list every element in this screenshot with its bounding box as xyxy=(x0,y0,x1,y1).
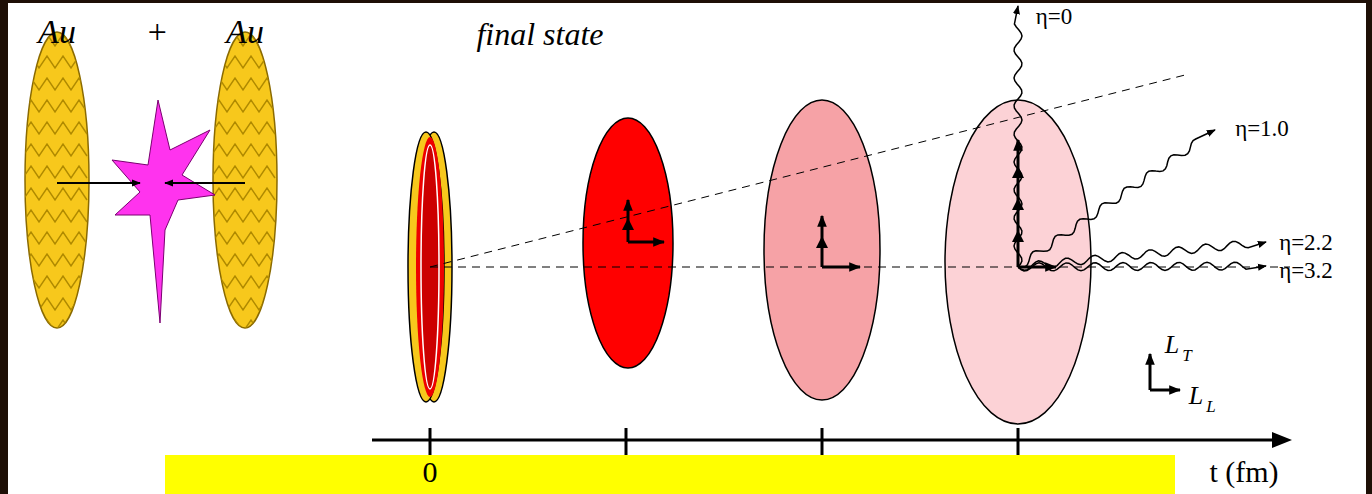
rapidity-label: η=2.2 xyxy=(1279,231,1333,254)
fireball xyxy=(764,100,880,400)
guide-line xyxy=(430,267,1290,268)
zigzag-line xyxy=(211,232,275,244)
zigzag-line xyxy=(23,188,87,200)
zigzag-line xyxy=(23,78,87,90)
zigzag-line xyxy=(211,298,275,310)
zigzag-line xyxy=(23,232,87,244)
zigzag-line xyxy=(211,320,275,332)
fireball-t0 xyxy=(408,132,444,402)
nucleus xyxy=(213,32,277,328)
zigzag-line xyxy=(23,210,87,222)
time-axis xyxy=(372,428,1280,455)
rapidity-label: η=3.2 xyxy=(1279,259,1333,282)
zigzag-line xyxy=(211,188,275,200)
nucleus-label: Au xyxy=(38,15,76,49)
zigzag-line xyxy=(211,254,275,266)
time-tick-label: 0 xyxy=(423,457,438,487)
zigzag-line xyxy=(211,210,275,222)
axis-symbol: L xyxy=(1189,383,1203,409)
zigzag-line xyxy=(211,78,275,90)
nucleus-label: Au xyxy=(226,15,264,49)
zigzag-line xyxy=(23,56,87,68)
zigzag-line xyxy=(23,298,87,310)
photon-arrows xyxy=(1014,6,1266,271)
frame-arrowheads xyxy=(622,166,1024,248)
length-frame xyxy=(628,140,1180,390)
collision-star xyxy=(112,100,215,323)
rapidity-label: η=0 xyxy=(1036,5,1073,28)
zigzag-line xyxy=(23,122,87,134)
plus-sign: + xyxy=(146,15,169,49)
zigzag-line xyxy=(211,122,275,134)
slide-ground xyxy=(8,3,1366,494)
beam-arrow xyxy=(57,182,140,184)
zigzag-line xyxy=(23,100,87,112)
fireball xyxy=(945,100,1091,424)
axis-subscript: T xyxy=(1182,347,1191,364)
zigzag-line xyxy=(23,166,87,178)
guide-line xyxy=(430,75,1185,267)
stage-label: final state xyxy=(476,18,603,50)
zigzag-line xyxy=(23,320,87,332)
zigzag-line xyxy=(211,276,275,288)
axis-subscript: L xyxy=(1206,398,1215,415)
zigzag-line xyxy=(23,144,87,156)
caption-bar xyxy=(165,455,1175,494)
axis-symbol: L xyxy=(1165,332,1179,358)
zigzag-line xyxy=(23,254,87,266)
zigzag-line xyxy=(211,144,275,156)
axis-arrowhead xyxy=(1272,432,1292,448)
nucleus xyxy=(25,32,89,328)
axis-title: t (fm) xyxy=(1209,457,1278,487)
zigzag-line xyxy=(211,100,275,112)
zigzag-line xyxy=(211,166,275,178)
zigzag-line xyxy=(23,276,87,288)
rapidity-label: η=1.0 xyxy=(1235,117,1289,140)
fireball xyxy=(583,118,673,368)
zigzag-line xyxy=(211,56,275,68)
beam-arrow xyxy=(165,182,245,184)
